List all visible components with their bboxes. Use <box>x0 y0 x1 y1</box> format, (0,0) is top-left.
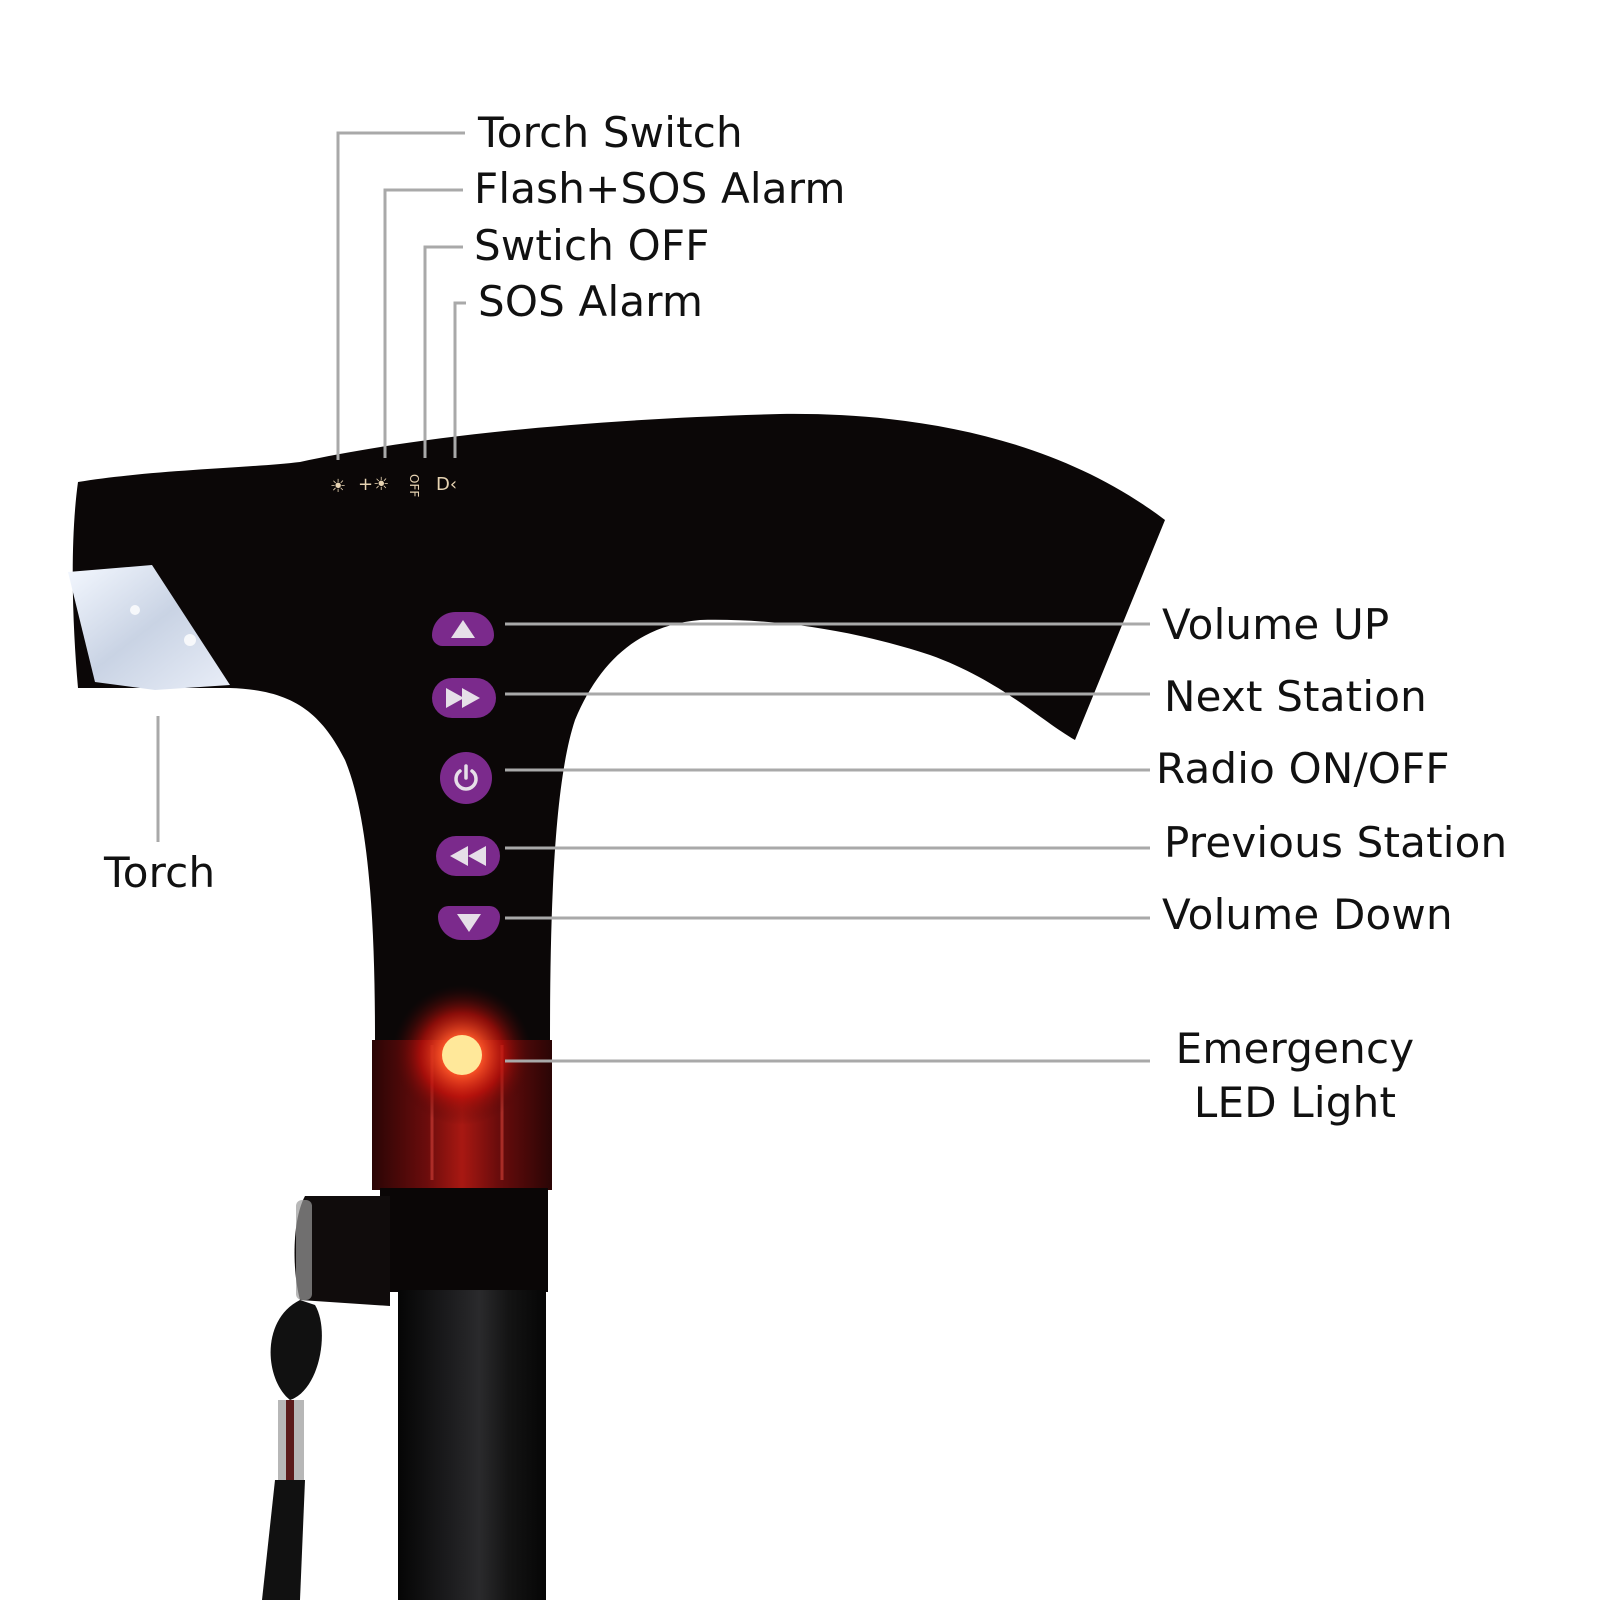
strap-clasp <box>294 1196 390 1306</box>
leader-lines <box>156 131 1150 1063</box>
label-flash-sos-alarm: Flash+SOS Alarm <box>474 164 846 213</box>
label-volume-down: Volume Down <box>1162 890 1453 939</box>
switch-glyphs: ☀ +☀ OFF D‹ <box>330 474 457 497</box>
rewind-icon <box>450 846 486 866</box>
label-radio-on-off: Radio ON/OFF <box>1156 744 1450 793</box>
volume-down-button[interactable] <box>438 906 500 940</box>
flash-plus-icon[interactable]: +☀ <box>358 474 389 495</box>
label-volume-up: Volume UP <box>1162 600 1390 649</box>
label-previous-station: Previous Station <box>1164 818 1508 867</box>
torch-lens <box>68 565 230 690</box>
previous-station-button[interactable] <box>436 836 500 876</box>
power-icon <box>454 764 478 791</box>
label-torch: Torch <box>104 848 216 897</box>
emergency-led-icon <box>442 1035 482 1075</box>
torch-icon[interactable]: ☀ <box>330 476 346 497</box>
next-station-button[interactable] <box>432 678 496 718</box>
cane-handle <box>72 413 1165 1041</box>
label-emergency-line2: LED Light <box>1193 1078 1397 1127</box>
off-icon[interactable]: OFF <box>407 474 421 497</box>
triangle-down-icon <box>457 914 481 932</box>
triangle-up-icon <box>451 620 475 638</box>
label-switch-off: Swtich OFF <box>474 221 710 270</box>
label-next-station: Next Station <box>1164 672 1427 721</box>
cane-shaft <box>398 1290 546 1600</box>
fast-forward-icon <box>446 688 480 708</box>
volume-up-button[interactable] <box>432 612 494 646</box>
label-sos-alarm: SOS Alarm <box>478 277 704 326</box>
shaft-collar <box>380 1188 548 1292</box>
label-emergency-led: Emergency LED Light <box>1160 1022 1430 1130</box>
label-torch-switch: Torch Switch <box>478 108 743 157</box>
label-emergency-line1: Emergency <box>1175 1024 1415 1073</box>
wrist-strap <box>270 1300 322 1400</box>
radio-power-button[interactable] <box>440 752 492 804</box>
alarm-light-icon[interactable]: D‹ <box>436 474 457 495</box>
